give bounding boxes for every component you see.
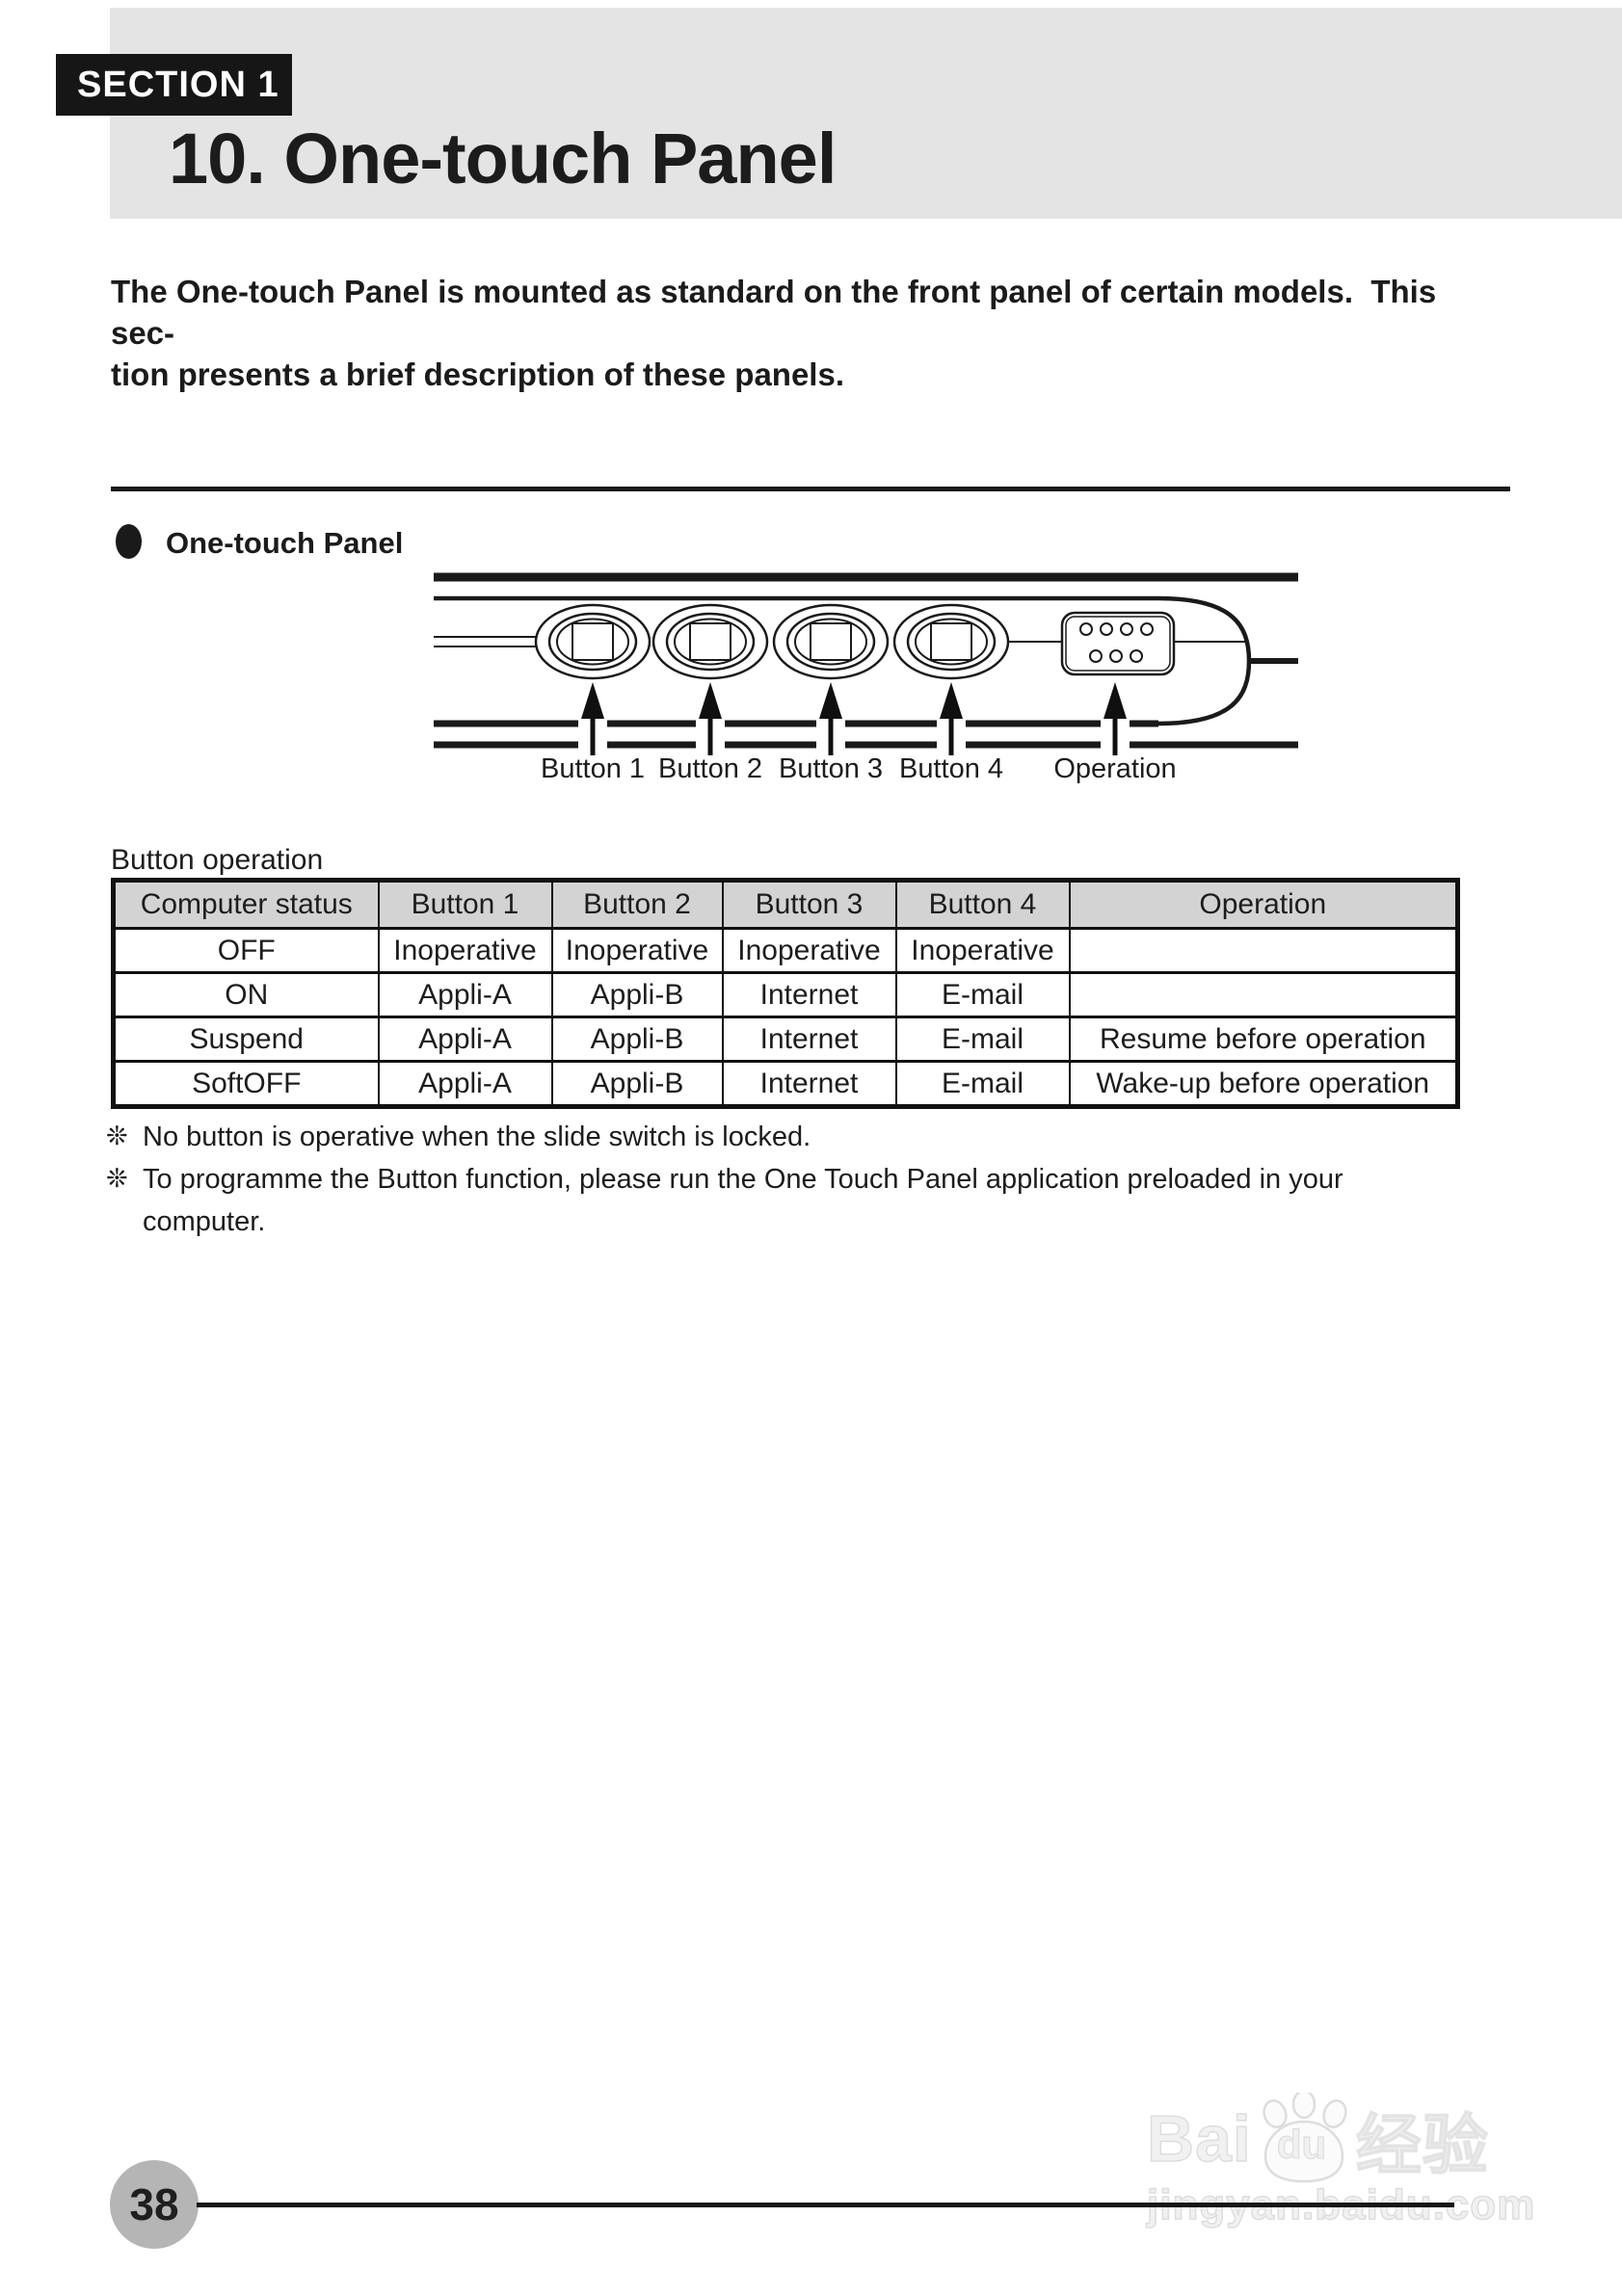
cell: E-mail [894,1016,1071,1063]
col-header-computer-status: Computer status [112,879,380,930]
operation-indicator-shape [1008,611,1248,676]
arrow-button-3 [819,682,842,755]
cell: Suspend [112,1016,380,1063]
notes: ❊ No button is operative when the slide … [106,1116,1503,1243]
page-title: 10. One-touch Panel [169,119,837,198]
note-2-line-1: To programme the Button function, please… [143,1164,1343,1195]
table-row-off: OFF Inoperative Inoperative Inoperative … [112,927,1459,974]
callout-arrows [581,682,1127,755]
cell: Appli-B [550,1016,724,1063]
footer-rule [197,2203,1454,2207]
one-touch-panel-diagram [434,572,1298,755]
table-row-on: ON Appli-A Appli-B Internet E-mail [112,971,1459,1018]
button-4-shape [892,603,1010,680]
cell: Wake-up before operation [1068,1060,1459,1108]
cell: Inoperative [894,927,1071,974]
button-1-shape [534,603,651,680]
intro-paragraph: The One-touch Panel is mounted as standa… [111,271,1479,395]
diagram-label-operation: Operation [1053,753,1177,784]
watermark-du-text: du [1276,2121,1327,2167]
cell: ON [112,971,380,1018]
cell: Appli-B [550,971,724,1018]
page-number-badge: 38 [110,2160,199,2249]
cell: Appli-A [377,971,553,1018]
note-1-text: No button is operative when the slide sw… [143,1122,811,1152]
cell: OFF [112,927,380,974]
panel-outline [434,595,1252,726]
table-row-suspend: Suspend Appli-A Appli-B Internet E-mail … [112,1016,1459,1063]
cell: Internet [721,971,897,1018]
cell: Internet [721,1016,897,1063]
watermark-jingyan-text: 经验 [1355,2108,1489,2183]
col-header-button-3: Button 3 [721,879,897,930]
diagram-label-button-2: Button 2 [657,753,763,784]
note-1: ❊ No button is operative when the slide … [106,1116,1503,1158]
arrow-button-4 [940,682,963,755]
cell: Inoperative [550,927,724,974]
cell: Resume before operation [1068,1016,1459,1063]
bullet-icon [116,524,142,559]
arrow-operation [1103,682,1127,755]
cell: Inoperative [721,927,897,974]
button-2-shape [651,603,769,680]
asterisk-icon: ❊ [106,1164,128,1194]
intro-line-1: The One-touch Panel is mounted as standa… [111,274,1446,351]
button-3-shape [772,603,890,680]
diagram-label-button-1: Button 1 [540,753,646,784]
cell: E-mail [894,971,1071,1018]
divider-rule [111,487,1510,491]
note-2: ❊ To programme the Button function, plea… [106,1158,1503,1243]
panel-bottom-edge [434,720,1298,749]
cell: Appli-A [377,1016,553,1063]
cell: SoftOFF [112,1060,380,1108]
panel-buttons [534,603,1010,680]
cell [1068,971,1459,1018]
col-header-button-1: Button 1 [377,879,553,930]
cell: Internet [721,1060,897,1108]
intro-line-2: tion presents a brief description of the… [111,356,844,392]
col-header-button-2: Button 2 [550,879,724,930]
cell [1068,927,1459,974]
button-operation-table: Computer status Button 1 Button 2 Button… [111,878,1460,1109]
note-2-line-2: computer. [143,1206,266,1237]
cell: Appli-B [550,1060,724,1108]
watermark-bai-text: Bai [1146,2101,1252,2177]
col-header-button-4: Button 4 [894,879,1071,930]
paw-icon: du [1254,2089,1354,2185]
panel-heading: One-touch Panel [166,526,404,560]
cell: Inoperative [377,927,553,974]
col-header-operation: Operation [1068,879,1459,930]
section-badge: SECTION 1 [56,54,292,116]
cell: Appli-A [377,1060,553,1108]
table-caption: Button operation [111,844,324,876]
table-header-row: Computer status Button 1 Button 2 Button… [112,879,1459,930]
diagram-label-button-4: Button 4 [898,753,1004,784]
asterisk-icon: ❊ [106,1122,128,1151]
table-row-softoff: SoftOFF Appli-A Appli-B Internet E-mail … [112,1060,1459,1108]
header-band [110,8,1622,219]
cell: E-mail [894,1060,1071,1108]
arrow-button-2 [699,682,722,755]
baidu-watermark: Bai du 经验 jingyan.baidu.com [1146,2089,1552,2230]
arrow-button-1 [581,682,604,755]
diagram-label-button-3: Button 3 [778,753,884,784]
